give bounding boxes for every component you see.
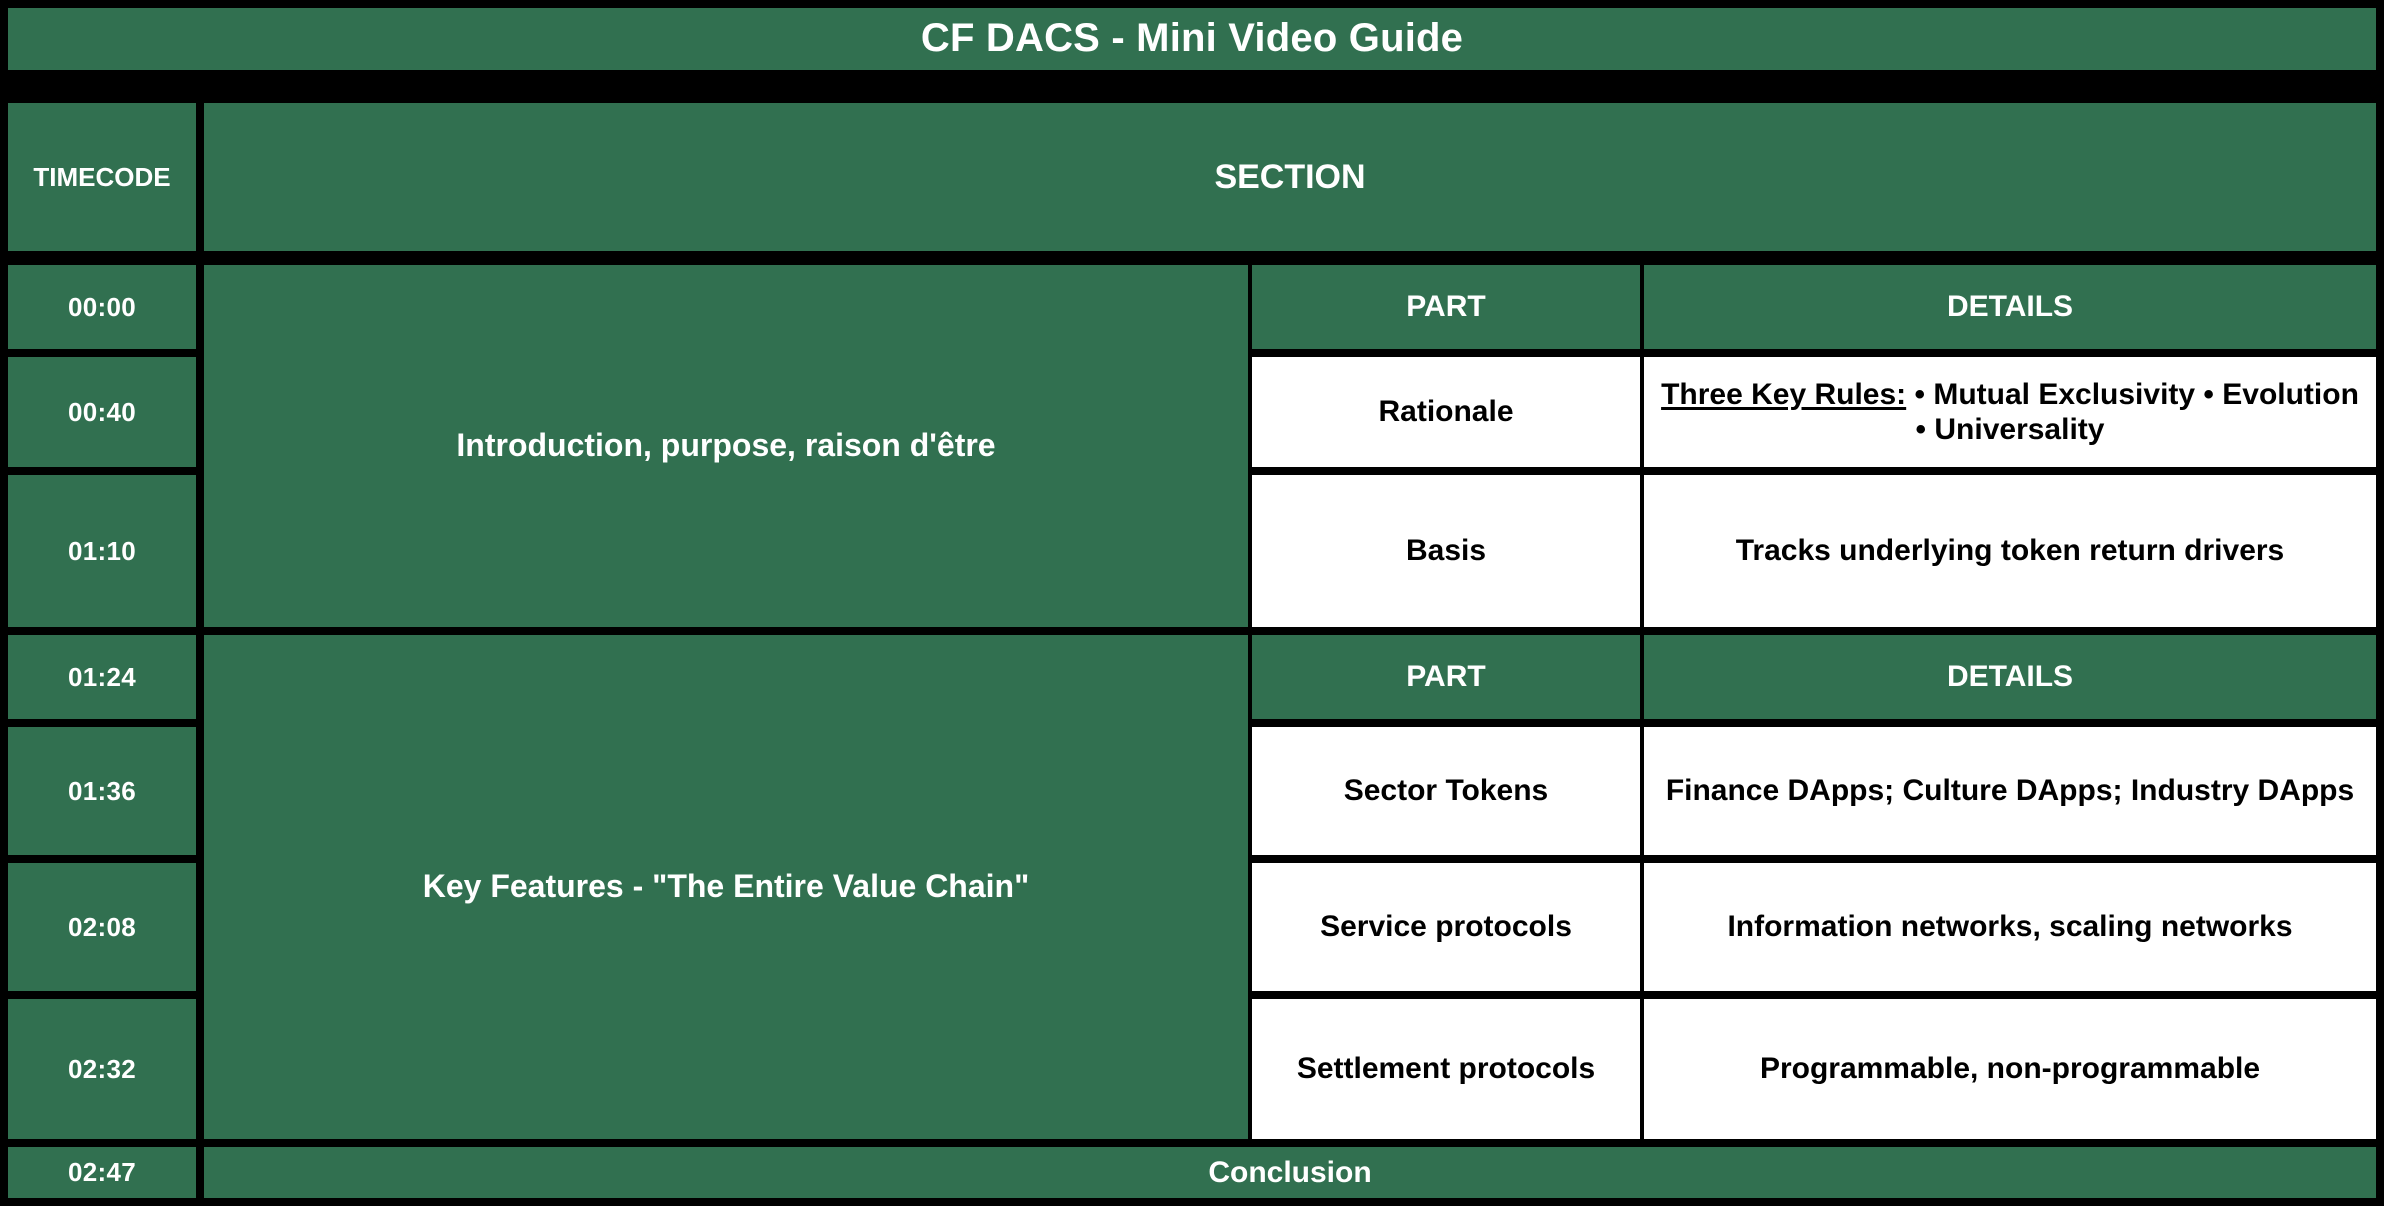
conclusion-text: Conclusion	[1208, 1155, 1372, 1189]
timecode-cell: 01:36	[8, 727, 196, 855]
part-cell: Basis	[1252, 475, 1640, 627]
timecode-cell: 01:24	[8, 635, 196, 719]
details-text: • Mutual Exclusivity • Evolution • Unive…	[1906, 377, 2359, 446]
part-cell: Sector Tokens	[1252, 727, 1640, 855]
page-title: CF DACS - Mini Video Guide	[8, 8, 2376, 70]
conclusion-label: Conclusion	[204, 1147, 2376, 1198]
part-cell: Settlement protocols	[1252, 999, 1640, 1139]
timecode-cell: 01:10	[8, 475, 196, 627]
part-cell: Service protocols	[1252, 863, 1640, 991]
timecode-cell: 00:00	[8, 265, 196, 349]
subheader-part: PART	[1252, 265, 1640, 349]
timecode-cell-conclusion: 02:47	[8, 1147, 196, 1198]
details-cell: Information networks, scaling networks	[1644, 863, 2376, 991]
timecode-cell: 00:40	[8, 357, 196, 467]
subheader-details: DETAILS	[1644, 635, 2376, 719]
timecode-cell: 02:08	[8, 863, 196, 991]
timecode-cell: 02:32	[8, 999, 196, 1139]
section-label: Key Features - "The Entire Value Chain"	[204, 635, 1248, 1139]
column-header-section: SECTION	[204, 103, 2376, 251]
column-header-timecode: TIMECODE	[8, 103, 196, 251]
section-label: Introduction, purpose, raison d'être	[204, 265, 1248, 627]
details-underlined-prefix: Three Key Rules:	[1661, 377, 1907, 411]
part-cell: Rationale	[1252, 357, 1640, 467]
details-cell: Programmable, non-programmable	[1644, 999, 2376, 1139]
subheader-part: PART	[1252, 635, 1640, 719]
details-cell: Three Key Rules: • Mutual Exclusivity • …	[1644, 357, 2376, 467]
details-cell: Tracks underlying token return drivers	[1644, 475, 2376, 627]
details-cell: Finance DApps; Culture DApps; Industry D…	[1644, 727, 2376, 855]
subheader-details: DETAILS	[1644, 265, 2376, 349]
